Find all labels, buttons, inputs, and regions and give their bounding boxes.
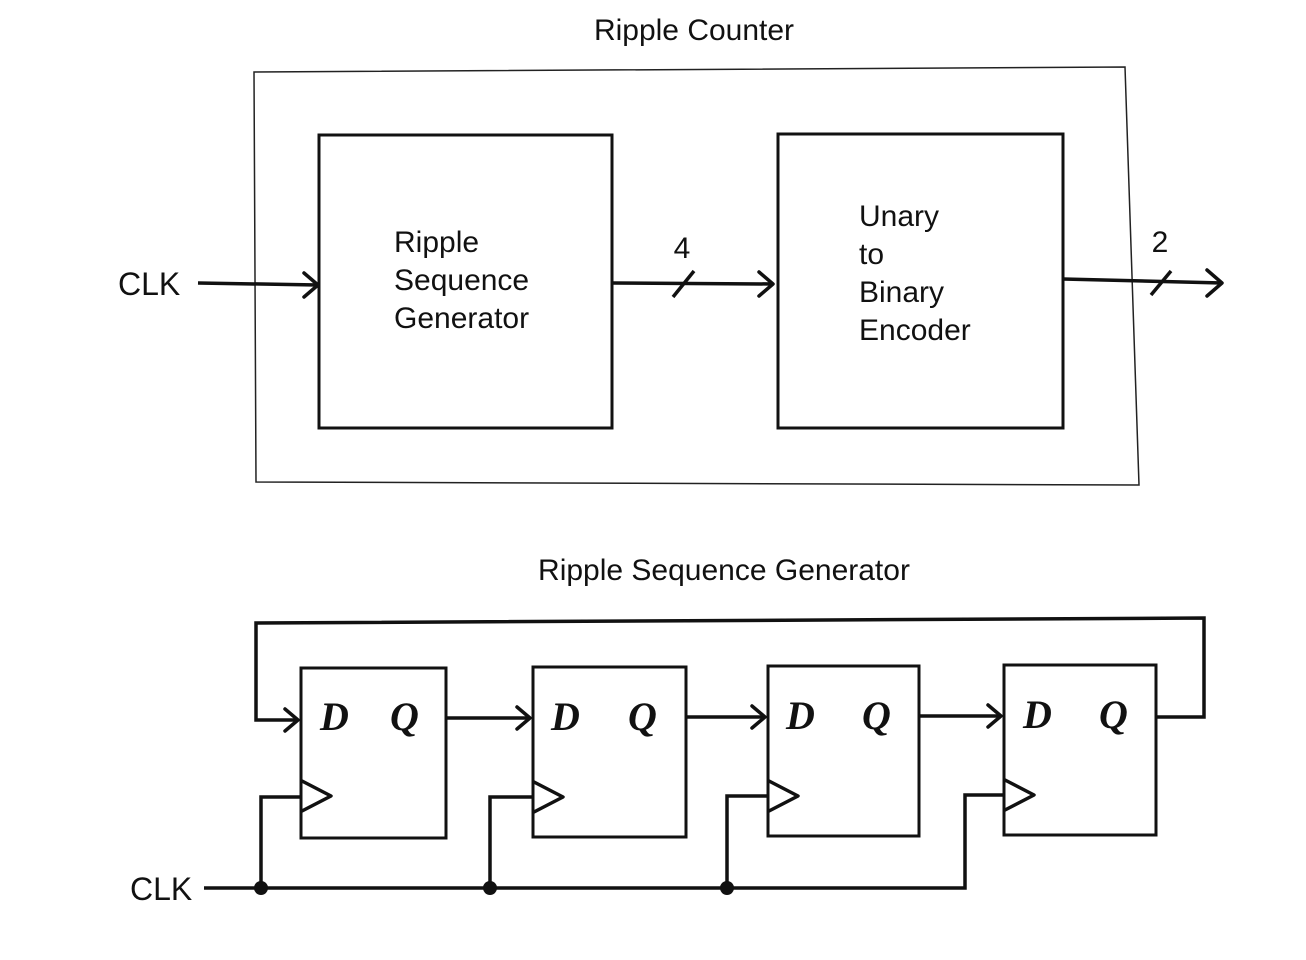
- clock-bus-wire: [204, 793, 1004, 890]
- flip-flop-4-q-label: Q: [1099, 692, 1128, 737]
- block2-line-3: Binary: [859, 276, 944, 309]
- flip-flop-3-clock-triangle: [767, 779, 800, 813]
- clock-junction-3: [720, 881, 734, 895]
- flip-flop-4-d-label: D: [1022, 692, 1052, 737]
- ripple-sequence-generator-title: Ripple Sequence Generator: [538, 554, 910, 587]
- clk-input-label: CLK: [118, 266, 180, 302]
- bus-4-width-label: 4: [674, 232, 691, 265]
- flip-flop-3-q-label: Q: [862, 693, 891, 738]
- flip-flop-4-body: [1002, 663, 1158, 837]
- q1-to-d2-arrowhead: [515, 705, 532, 731]
- clock-input-label: CLK: [130, 871, 192, 907]
- block2-line-2: to: [859, 238, 884, 271]
- bus-2-arrowhead: [1205, 268, 1224, 298]
- flip-flop-3-d-label: D: [785, 693, 815, 738]
- q2-to-d3-arrowhead: [750, 704, 767, 730]
- block2-label: Unary to Binary Encoder: [859, 200, 971, 347]
- flip-flop-1-clock-triangle: [300, 779, 333, 813]
- bus-4-wire: [611, 281, 774, 286]
- block1-line-2: Sequence: [394, 264, 529, 297]
- block1-line-1: Ripple: [394, 226, 479, 259]
- flip-flop-2-body: [531, 665, 688, 839]
- flip-flop-4-clock-triangle: [1003, 778, 1036, 812]
- flip-flop-4: D Q: [1002, 663, 1158, 837]
- bus-4-arrowhead: [757, 270, 775, 298]
- flip-flop-1-q-label: Q: [390, 694, 419, 739]
- block1-line-3: Generator: [394, 302, 529, 335]
- clock-junction-1: [254, 881, 268, 895]
- flip-flop-3-body: [766, 664, 921, 838]
- clock-branch-ff2: [488, 795, 533, 888]
- ripple-counter-title: Ripple Counter: [594, 14, 794, 47]
- flip-flop-2-q-label: Q: [628, 694, 657, 739]
- feedback-wire: [254, 616, 1206, 722]
- flip-flop-2-clock-triangle: [532, 780, 565, 814]
- block1-label: Ripple Sequence Generator: [394, 226, 537, 335]
- unary-to-binary-encoder-block: [776, 132, 1065, 430]
- flip-flop-2: D Q: [531, 665, 688, 839]
- ripple-sequence-generator-schematic: Ripple Sequence Generator D Q D Q D Q: [130, 554, 1206, 907]
- flip-flop-1-d-label: D: [319, 694, 349, 739]
- bus-2-slash: [1149, 269, 1173, 297]
- clock-branch-ff3: [725, 794, 768, 888]
- bus-2-width-label: 2: [1152, 226, 1169, 259]
- clock-branch-ff1: [259, 795, 301, 888]
- block2-line-1: Unary: [859, 200, 939, 233]
- ripple-counter-block-diagram: Ripple Counter CLK Ripple Sequence Gener…: [118, 14, 1224, 486]
- clk-input-wire: [197, 281, 319, 287]
- flip-flop-2-d-label: D: [550, 694, 580, 739]
- flip-flop-1-body: [299, 666, 448, 840]
- clock-junction-2: [483, 881, 497, 895]
- flip-flop-3: D Q: [766, 664, 921, 838]
- block2-line-4: Encoder: [859, 314, 971, 347]
- bus-2-wire: [1062, 277, 1223, 285]
- feedback-arrowhead: [283, 707, 300, 733]
- ripple-counter-outer-box: [253, 66, 1140, 486]
- q3-to-d4-arrowhead: [986, 703, 1003, 729]
- flip-flop-1: D Q: [299, 666, 448, 840]
- bus-4-slash: [671, 269, 696, 299]
- ripple-sequence-generator-block: [317, 133, 614, 430]
